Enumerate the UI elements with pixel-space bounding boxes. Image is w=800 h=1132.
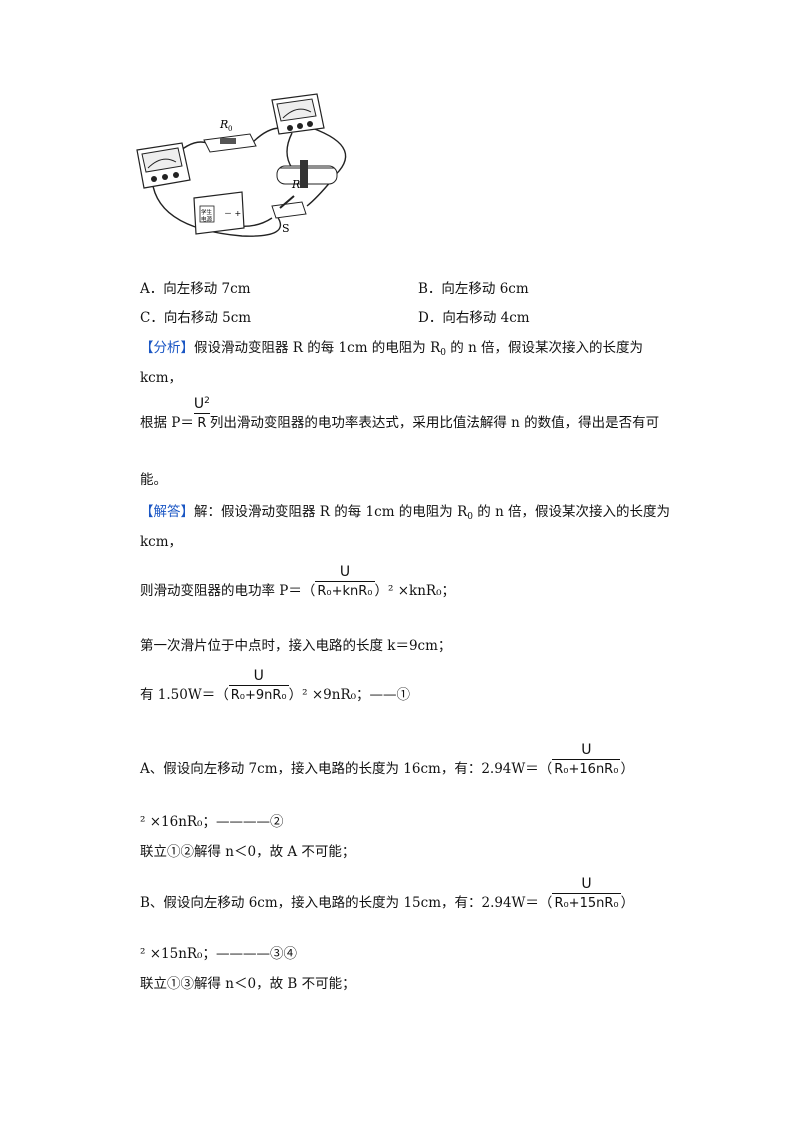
svg-text:－ +: － + xyxy=(224,209,241,218)
option-c: C．向右移动 5cm xyxy=(140,310,252,326)
circuit-figure: R 0 R 学生 电源 － + S xyxy=(136,93,347,237)
label-s: S xyxy=(282,222,290,235)
svg-text:0: 0 xyxy=(228,125,232,133)
svg-text:电源: 电源 xyxy=(201,215,213,223)
resistor-r0-icon xyxy=(203,133,257,153)
label-r: R xyxy=(291,178,300,191)
switch-icon xyxy=(271,195,307,219)
analysis-line-4: 能。 xyxy=(140,472,167,488)
solution-line-1: 【解答】解：假设滑动变阻器 R 的每 1cm 的电阻为 R0 的 n 倍，假设某… xyxy=(140,504,671,522)
label-r0: R xyxy=(219,118,228,131)
option-b-cont: ² ×15nR₀；————③④ xyxy=(140,946,297,962)
option-a: A．向左移动 7cm xyxy=(140,281,251,297)
analysis-tag: 【分析】 xyxy=(140,340,194,356)
analysis-line-2: kcm， xyxy=(140,370,183,386)
option-a-cont: ² ×16nR₀；————② xyxy=(140,814,284,830)
analysis-line-1: 【分析】假设滑动变阻器 R 的每 1cm 的电阻为 R0 的 n 倍，假设某次接… xyxy=(140,340,644,358)
option-b-conclusion: 联立①③解得 n＜0，故 B 不可能； xyxy=(140,976,356,992)
option-a-conclusion: 联立①②解得 n＜0，故 A 不可能； xyxy=(140,844,356,860)
voltmeter-icon xyxy=(271,93,325,135)
ammeter-icon xyxy=(136,142,191,189)
solution-tag: 【解答】 xyxy=(140,504,194,520)
solution-first-line: 第一次滑片位于中点时，接入电路的长度 k＝9cm； xyxy=(140,638,452,654)
svg-text:学生: 学生 xyxy=(201,208,213,216)
rheostat-icon xyxy=(276,160,338,188)
power-supply-icon: 学生 电源 － + xyxy=(193,191,245,235)
option-b: B．向左移动 6cm xyxy=(418,281,529,297)
solution-line-2: kcm， xyxy=(140,534,183,550)
option-d: D．向右移动 4cm xyxy=(418,310,530,326)
wire xyxy=(151,167,282,237)
